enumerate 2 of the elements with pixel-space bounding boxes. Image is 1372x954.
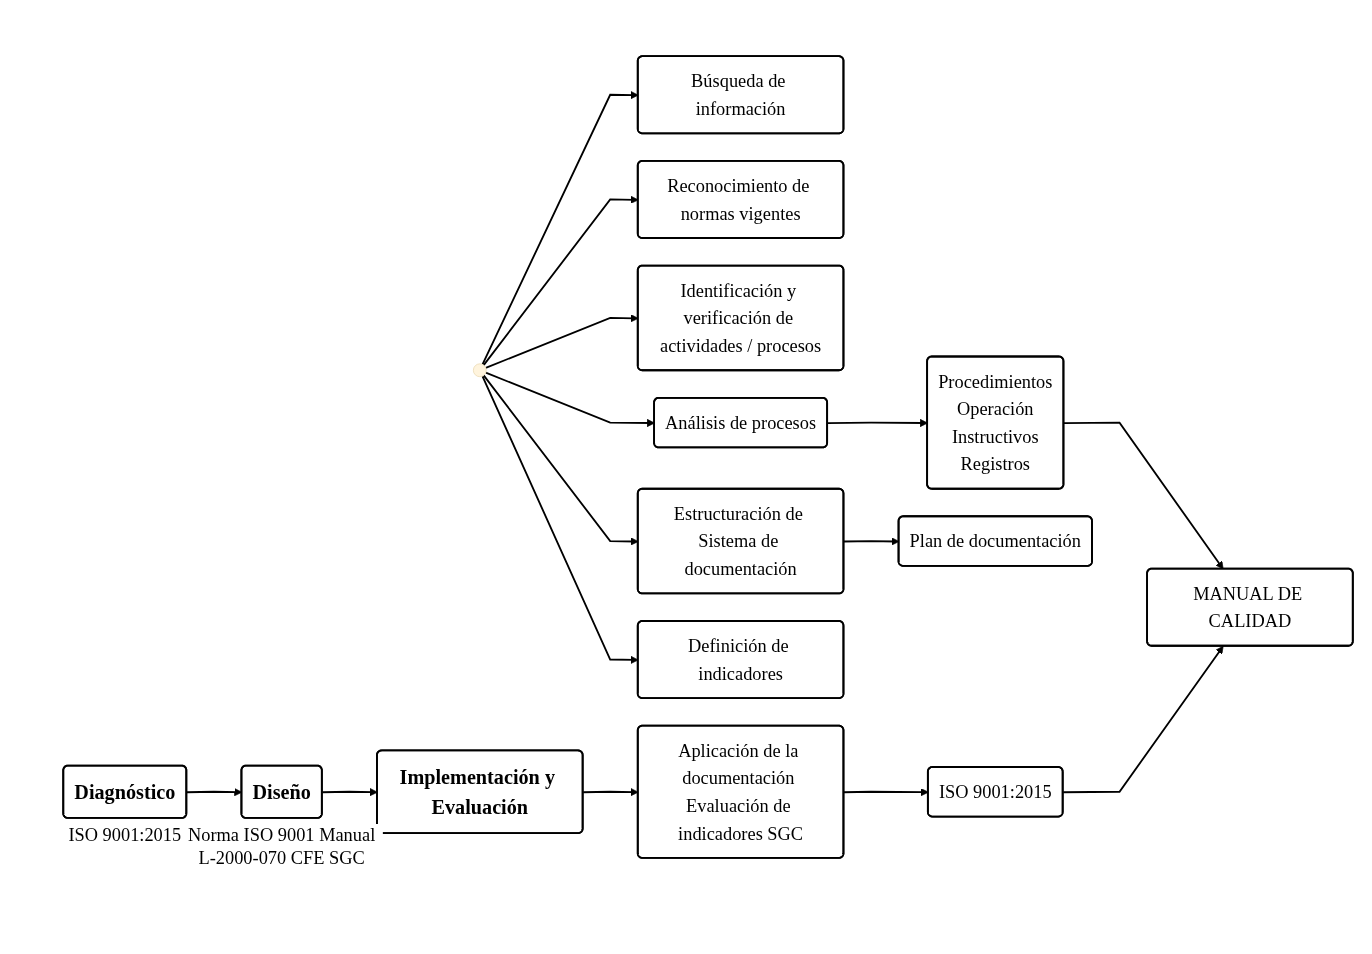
- arrow: [484, 372, 655, 428]
- arrow: [1062, 646, 1224, 794]
